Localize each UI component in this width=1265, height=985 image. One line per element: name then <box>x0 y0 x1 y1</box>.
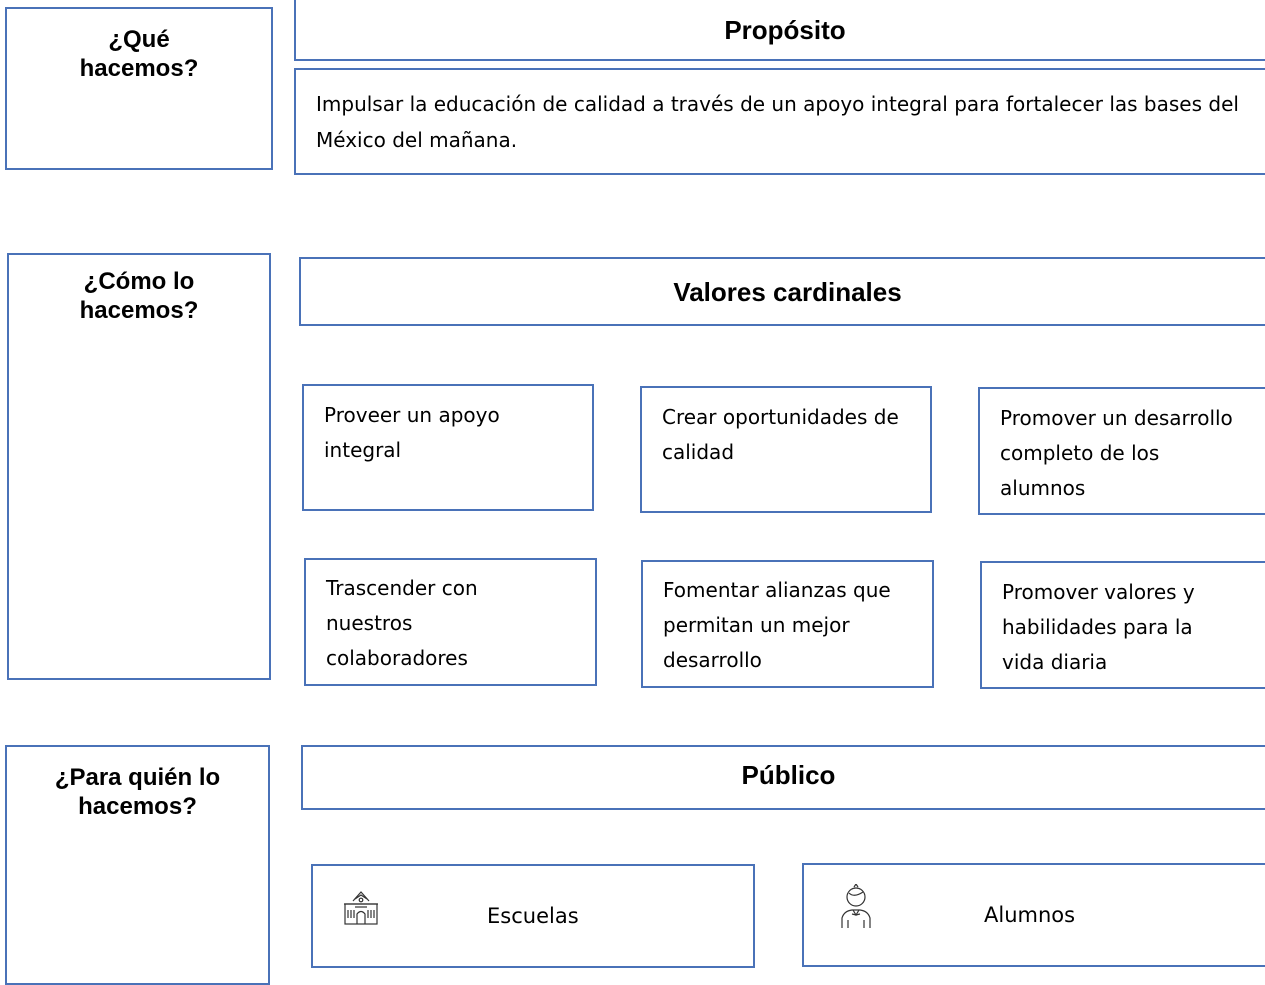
audience-card-escuelas: Escuelas <box>311 864 755 968</box>
proposito-text-box: Impulsar la educación de calidad a travé… <box>294 68 1265 175</box>
question-label: ¿Cómo lo hacemos? <box>79 268 199 324</box>
proposito-header: Propósito <box>294 0 1265 61</box>
audience-label: Escuelas <box>487 904 579 928</box>
question-box-para-quien: ¿Para quién lo hacemos? <box>5 745 270 985</box>
valor-text: Promover valores y habilidades para la v… <box>1002 580 1195 674</box>
audience-card-alumnos: Alumnos <box>802 863 1265 967</box>
publico-header: Público <box>301 745 1265 810</box>
valor-text: Promover un desarrollo completo de los a… <box>1000 406 1233 500</box>
valor-card: Fomentar alianzas que permitan un mejor … <box>641 560 934 688</box>
question-label: ¿Para quién lo hacemos? <box>54 764 221 820</box>
valor-card: Trascender con nuestros colaboradores <box>304 558 597 686</box>
school-building-icon <box>344 891 378 925</box>
publico-title: Público <box>741 760 836 790</box>
valor-text: Trascender con nuestros colaboradores <box>326 576 478 670</box>
audience-label: Alumnos <box>984 903 1076 927</box>
valor-text: Proveer un apoyo integral <box>324 403 500 462</box>
question-box-que: ¿Qué hacemos? <box>5 7 273 170</box>
question-box-como: ¿Cómo lo hacemos? <box>7 253 271 680</box>
student-icon <box>841 884 871 928</box>
valor-card: Promover valores y habilidades para la v… <box>980 561 1265 689</box>
valor-card: Proveer un apoyo integral <box>302 384 594 511</box>
valor-card: Promover un desarrollo completo de los a… <box>978 387 1265 515</box>
valor-card: Crear oportunidades de calidad <box>640 386 932 513</box>
valor-text: Fomentar alianzas que permitan un mejor … <box>663 578 891 672</box>
question-label: ¿Qué hacemos? <box>79 26 199 82</box>
proposito-title: Propósito <box>724 15 846 45</box>
valores-title: Valores cardinales <box>673 277 902 307</box>
valores-header: Valores cardinales <box>299 257 1265 326</box>
proposito-text: Impulsar la educación de calidad a travé… <box>316 92 1239 152</box>
valor-text: Crear oportunidades de calidad <box>662 405 899 464</box>
